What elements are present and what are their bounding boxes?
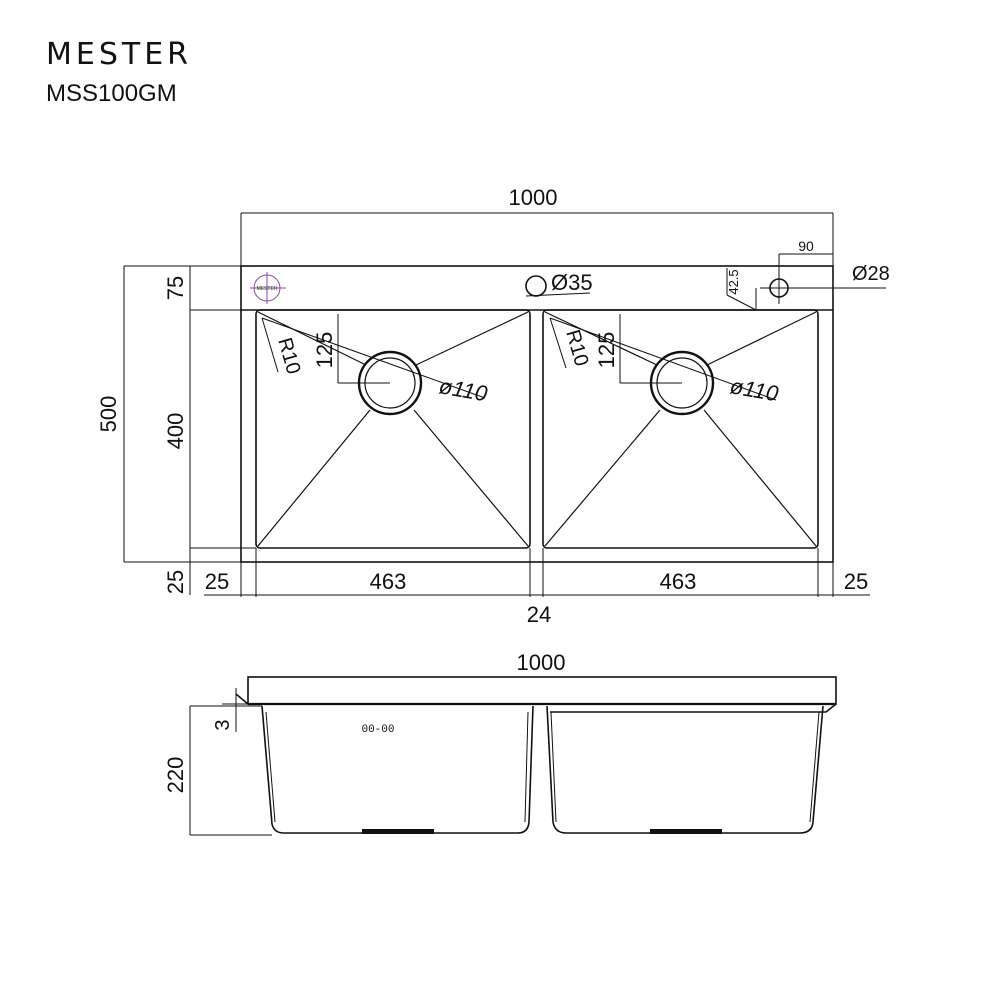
dim-right-margin: 25 <box>844 569 868 594</box>
dim-bowl-width-right: 463 <box>660 569 697 594</box>
dim-deck-thickness: 3 <box>212 719 234 730</box>
top-view: 1000 125 <box>96 185 890 627</box>
drain-diameter-left: ø110 <box>437 373 490 406</box>
title-block: MESTER MSS100GM <box>46 40 192 106</box>
soap-hole: Ø35 <box>525 270 593 297</box>
sink-deck-outline <box>240 265 834 563</box>
front-left-bowl: 00-00 <box>261 705 534 834</box>
tap-offset-label: 90 <box>798 238 814 254</box>
deck-plate <box>247 676 837 705</box>
model-number: MSS100GM <box>46 80 177 107</box>
front-right-bowl <box>546 705 824 834</box>
dim-overall-depth: 500 <box>96 396 121 433</box>
drain-offset-right: 125 <box>594 332 619 369</box>
sticker-text: MESTER <box>257 286 278 292</box>
soap-hole-label: Ø35 <box>551 270 593 295</box>
front-indicator: 00-00 <box>361 724 394 736</box>
dim-divider-width: 24 <box>527 602 551 627</box>
tap-setback-label: 42.5 <box>726 269 741 294</box>
tap-hole-label: Ø28 <box>852 263 890 285</box>
drain-diameter-right: ø110 <box>728 373 781 406</box>
dim-bowl-width-left: 463 <box>370 569 407 594</box>
left-dimension-stack: 500 75 400 25 <box>96 265 256 595</box>
left-bowl <box>255 309 531 549</box>
corner-radius-right: R10 <box>561 327 592 368</box>
left-bowl-dims: 125 ø110 R10 <box>261 314 490 406</box>
dim-left-margin: 25 <box>205 569 229 594</box>
tap-hole: 90 Ø28 42.5 <box>726 238 890 311</box>
dim-bowl-height: 220 <box>163 757 188 794</box>
front-vertical-dims: 3 220 <box>163 688 272 836</box>
right-bowl-dims: 125 ø110 R10 <box>549 314 781 406</box>
dim-front-ledge: 25 <box>163 570 188 594</box>
dim-bowl-depth: 400 <box>163 413 188 450</box>
front-view: 1000 00-00 3 220 <box>163 650 837 836</box>
dim-overall-width: 1000 <box>240 185 834 266</box>
brand-logo: MESTER <box>46 37 193 72</box>
bottom-dimension-chain: 25 463 463 25 24 <box>204 548 870 627</box>
dim-overall-width-label: 1000 <box>509 185 558 210</box>
brand-sticker: MESTER <box>250 272 286 304</box>
dim-back-ledge: 75 <box>163 276 188 300</box>
front-overall-width: 1000 <box>517 650 566 675</box>
